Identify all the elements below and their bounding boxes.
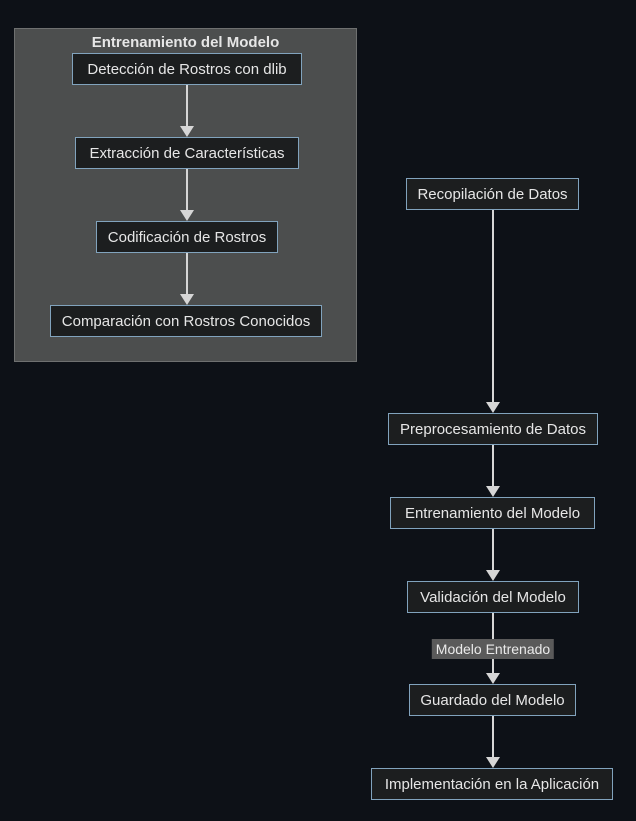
flow-arrow — [180, 253, 194, 305]
arrowhead-icon — [180, 294, 194, 305]
arrow-line — [492, 529, 494, 571]
arrow-line — [186, 169, 188, 211]
node-implementacion-aplicacion: Implementación en la Aplicación — [371, 768, 613, 800]
arrow-line — [186, 253, 188, 295]
flow-arrow — [486, 445, 500, 497]
edge-label-modelo-entrenado: Modelo Entrenado — [431, 639, 555, 659]
cluster-title: Entrenamiento del Modelo — [91, 34, 280, 51]
node-guardado-modelo: Guardado del Modelo — [409, 684, 576, 716]
arrowhead-icon — [486, 402, 500, 413]
arrow-line — [492, 445, 494, 487]
arrow-line — [492, 210, 494, 403]
flow-arrow — [180, 169, 194, 221]
arrowhead-icon — [486, 570, 500, 581]
arrowhead-icon — [180, 126, 194, 137]
node-entrenamiento-modelo: Entrenamiento del Modelo — [390, 497, 595, 529]
arrowhead-icon — [486, 673, 500, 684]
arrowhead-icon — [486, 486, 500, 497]
node-codificacion-rostros: Codificación de Rostros — [96, 221, 278, 253]
node-preprocesamiento-datos: Preprocesamiento de Datos — [388, 413, 598, 445]
node-validacion-modelo: Validación del Modelo — [407, 581, 579, 613]
flow-arrow — [486, 210, 500, 413]
flow-arrow — [180, 85, 194, 137]
arrow-line — [186, 85, 188, 127]
node-recopilacion-datos: Recopilación de Datos — [406, 178, 579, 210]
node-deteccion-rostros-dlib: Detección de Rostros con dlib — [72, 53, 302, 85]
flow-arrow — [486, 716, 500, 768]
node-extraccion-caracteristicas: Extracción de Características — [75, 137, 299, 169]
node-comparacion-rostros-conocidos: Comparación con Rostros Conocidos — [50, 305, 322, 337]
arrowhead-icon — [486, 757, 500, 768]
arrowhead-icon — [180, 210, 194, 221]
arrow-line — [492, 716, 494, 758]
flow-arrow — [486, 529, 500, 581]
